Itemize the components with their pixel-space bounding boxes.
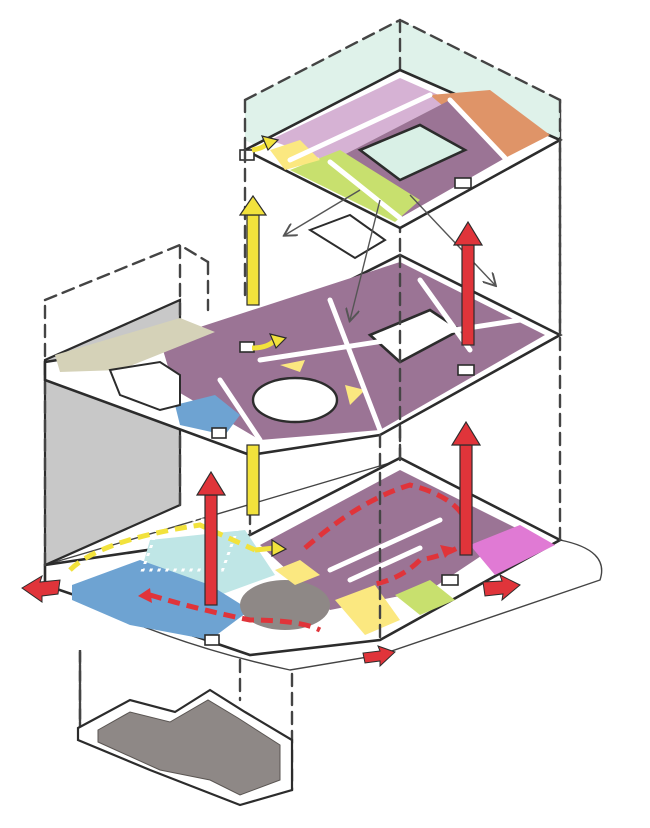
first-floor-level bbox=[43, 253, 563, 642]
stair-icon bbox=[454, 177, 472, 189]
arrow-right-icon bbox=[268, 333, 288, 350]
basement-floor bbox=[97, 699, 281, 796]
first-zone-beige bbox=[55, 318, 215, 372]
basement-level bbox=[76, 650, 294, 807]
ground-zone-magenta bbox=[470, 525, 555, 575]
vertical-circulation bbox=[195, 194, 484, 606]
arrow-up-icon bbox=[461, 244, 475, 346]
first-court-void bbox=[251, 376, 339, 424]
first-zone-blue bbox=[175, 395, 240, 435]
second-zone-lilac bbox=[270, 78, 450, 162]
entrance-arrow-left bbox=[21, 574, 61, 603]
arrow-right-icon bbox=[440, 545, 455, 558]
ground-floor-level bbox=[21, 98, 603, 671]
basement-dashed-guides bbox=[78, 650, 294, 792]
first-zone-yellow bbox=[345, 385, 365, 405]
arrow-right-icon bbox=[271, 538, 288, 557]
entrance-arrow-right bbox=[482, 574, 521, 602]
arrow-up-icon bbox=[459, 444, 473, 556]
ground-zone-yellow bbox=[335, 585, 400, 635]
first-atrium-void bbox=[108, 360, 181, 412]
second-internal-walls bbox=[287, 92, 508, 221]
first-zone-yellow bbox=[280, 360, 305, 372]
pointer-arrow bbox=[350, 199, 381, 320]
arrow-right-icon bbox=[260, 135, 280, 152]
arrow-up-icon bbox=[450, 420, 482, 446]
ground-court-grey bbox=[240, 580, 330, 630]
second-hanging-outline bbox=[307, 213, 387, 260]
ground-zone-yellow-small bbox=[275, 560, 320, 585]
stair-icon bbox=[457, 364, 475, 376]
ground-zone-lime bbox=[395, 580, 455, 615]
ground-internal-walls bbox=[327, 517, 443, 583]
pointer-arrow bbox=[409, 194, 495, 285]
arrow-up-icon bbox=[452, 220, 484, 246]
arrow-up-icon bbox=[238, 194, 268, 216]
stair-icon bbox=[211, 427, 227, 439]
stair-icon bbox=[204, 634, 220, 646]
second-dashed-guides bbox=[243, 138, 562, 337]
pointer-arrow bbox=[285, 189, 361, 235]
ground-yellow-route bbox=[68, 522, 257, 572]
second-light-well bbox=[357, 123, 468, 182]
stair-icon bbox=[239, 149, 255, 161]
arrow-up-icon bbox=[195, 470, 227, 496]
stair-icon bbox=[239, 341, 255, 353]
entrance-arrow-front bbox=[362, 645, 396, 668]
second-floor-level bbox=[239, 18, 563, 337]
arrow-left-icon bbox=[138, 588, 152, 603]
roof-dashed-edges bbox=[243, 18, 562, 152]
stair-icon bbox=[441, 574, 459, 586]
grey-wall-top-dashed bbox=[43, 243, 210, 302]
arrow-up-icon bbox=[246, 214, 260, 306]
arrow-up-icon bbox=[246, 444, 260, 516]
arrow-up-icon bbox=[204, 494, 218, 606]
ground-void-outline bbox=[140, 518, 243, 572]
second-zone-lime bbox=[290, 150, 420, 222]
first-internal-walls bbox=[217, 277, 523, 443]
ground-dashed-guides bbox=[43, 98, 562, 567]
